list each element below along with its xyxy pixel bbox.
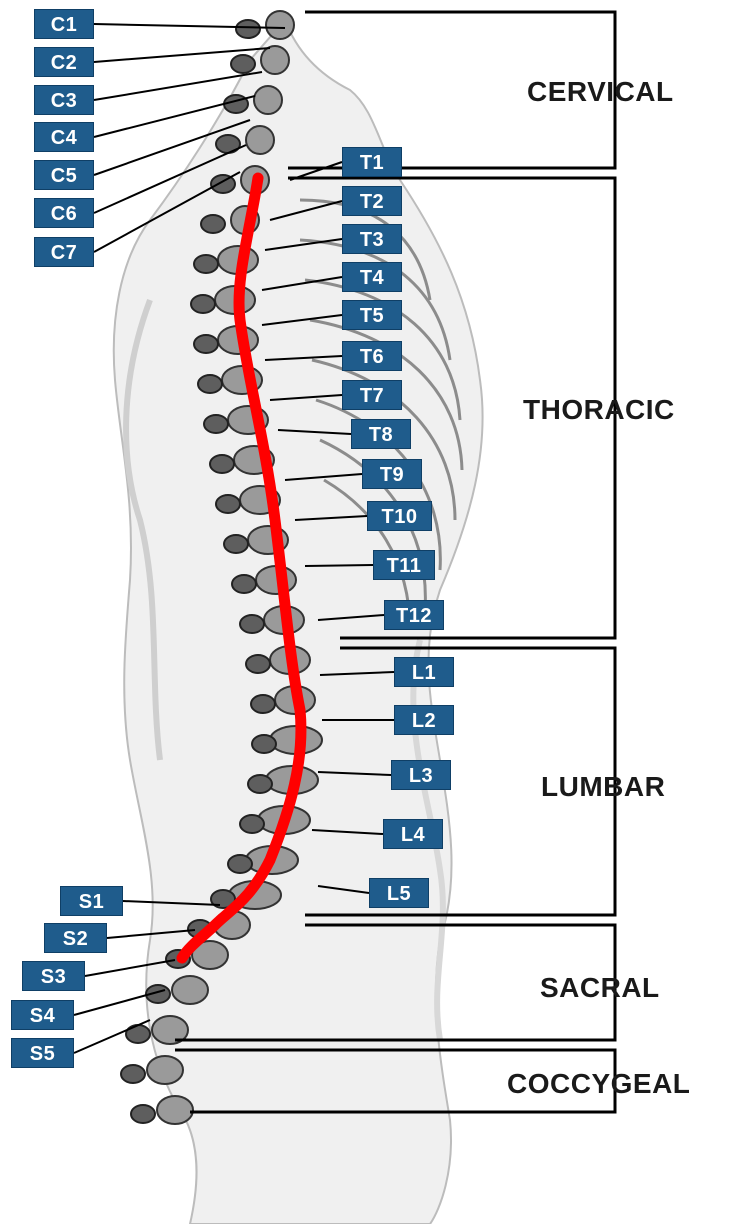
- spinous-process: [251, 695, 275, 713]
- spinous-process: [236, 20, 260, 38]
- region-lumbar: LUMBAR: [541, 771, 665, 803]
- label-t6: T6: [342, 341, 402, 371]
- vertebra: [261, 46, 289, 74]
- vertebra: [246, 126, 274, 154]
- spinous-process: [231, 55, 255, 73]
- spinous-process: [198, 375, 222, 393]
- spinous-process: [240, 615, 264, 633]
- vertebra: [266, 11, 294, 39]
- label-t3: T3: [342, 224, 402, 254]
- label-c2: C2: [34, 47, 94, 77]
- label-c3: C3: [34, 85, 94, 115]
- spinous-process: [194, 335, 218, 353]
- spinous-process: [210, 455, 234, 473]
- spinous-process: [224, 535, 248, 553]
- spinous-process: [246, 655, 270, 673]
- label-t4: T4: [342, 262, 402, 292]
- spinous-process: [228, 855, 252, 873]
- label-c5: C5: [34, 160, 94, 190]
- label-t1: T1: [342, 147, 402, 177]
- spinous-process: [201, 215, 225, 233]
- region-sacral: SACRAL: [540, 972, 660, 1004]
- label-t2: T2: [342, 186, 402, 216]
- spinous-process: [194, 255, 218, 273]
- spinous-process: [121, 1065, 145, 1083]
- label-t7: T7: [342, 380, 402, 410]
- label-s4: S4: [11, 1000, 74, 1030]
- spinous-process: [131, 1105, 155, 1123]
- label-c4: C4: [34, 122, 94, 152]
- label-t8: T8: [351, 419, 411, 449]
- label-t11: T11: [373, 550, 435, 580]
- spinous-process: [204, 415, 228, 433]
- label-s1: S1: [60, 886, 123, 916]
- leader-line: [305, 565, 373, 566]
- label-l4: L4: [383, 819, 443, 849]
- vertebra: [147, 1056, 183, 1084]
- region-cervical: CERVICAL: [527, 76, 674, 108]
- spinous-process: [252, 735, 276, 753]
- label-l2: L2: [394, 705, 454, 735]
- region-coccygeal: COCCYGEAL: [507, 1068, 690, 1100]
- label-l5: L5: [369, 878, 429, 908]
- region-thoracic: THORACIC: [523, 394, 675, 426]
- label-l3: L3: [391, 760, 451, 790]
- label-l1: L1: [394, 657, 454, 687]
- spinous-process: [248, 775, 272, 793]
- label-s5: S5: [11, 1038, 74, 1068]
- label-c1: C1: [34, 9, 94, 39]
- label-t10: T10: [367, 501, 432, 531]
- label-s2: S2: [44, 923, 107, 953]
- label-t12: T12: [384, 600, 444, 630]
- vertebra: [157, 1096, 193, 1124]
- spinous-process: [191, 295, 215, 313]
- label-c6: C6: [34, 198, 94, 228]
- spinous-process: [216, 495, 240, 513]
- vertebra: [254, 86, 282, 114]
- spinous-process: [240, 815, 264, 833]
- label-s3: S3: [22, 961, 85, 991]
- spinous-process: [232, 575, 256, 593]
- label-c7: C7: [34, 237, 94, 267]
- label-t9: T9: [362, 459, 422, 489]
- label-t5: T5: [342, 300, 402, 330]
- spinous-process: [126, 1025, 150, 1043]
- vertebra: [172, 976, 208, 1004]
